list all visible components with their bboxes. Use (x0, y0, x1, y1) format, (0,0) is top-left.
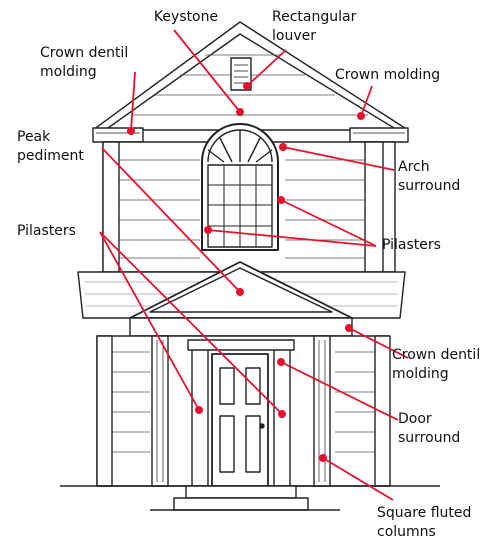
door-pilaster-left (191, 347, 209, 487)
label-rectangular-louver: Rectangular louver (272, 9, 357, 44)
dot-arch-surround (279, 143, 287, 151)
column-left (151, 335, 169, 487)
dot-pilaster-right-1 (204, 226, 212, 234)
column-right (313, 335, 331, 487)
label-crown-dentil-molding-lower: Crown dentil molding (392, 347, 481, 382)
dot-peak-pediment (236, 288, 244, 296)
rectangular-louver (230, 57, 252, 91)
dot-crown-dentil-top (127, 127, 135, 135)
dot-pilaster-right-2 (277, 196, 285, 204)
step-upper (185, 485, 297, 499)
label-crown-molding: Crown molding (335, 67, 441, 83)
step-lower (173, 497, 309, 511)
corner-pilaster-right-lower (374, 335, 391, 487)
dot-keystone (236, 108, 244, 116)
label-door-surround: Door surround (398, 411, 461, 446)
label-peak-pediment: Peak pediment (17, 129, 84, 164)
dot-pilaster-left-2 (278, 410, 286, 418)
roof-inner-line (107, 33, 395, 129)
dot-door-surround (277, 358, 285, 366)
label-pilasters-left: Pilasters (17, 223, 76, 239)
dot-louver (243, 82, 251, 90)
corner-pilaster-right-upper (364, 141, 384, 273)
label-square-fluted-columns: Square fluted columns (377, 505, 472, 540)
label-arch-surround: Arch surround (398, 159, 461, 194)
dot-square-fluted (319, 454, 327, 462)
dot-crown-molding (357, 112, 365, 120)
dot-crown-dentil-lower (345, 324, 353, 332)
label-keystone: Keystone (153, 9, 219, 25)
label-pilasters-right: Pilasters (382, 237, 441, 253)
label-crown-dentil-molding-top: Crown dentil molding (40, 45, 129, 80)
cornice-right (349, 127, 409, 143)
corner-pilaster-left-lower (96, 335, 113, 487)
dot-pilaster-left-1 (195, 406, 203, 414)
